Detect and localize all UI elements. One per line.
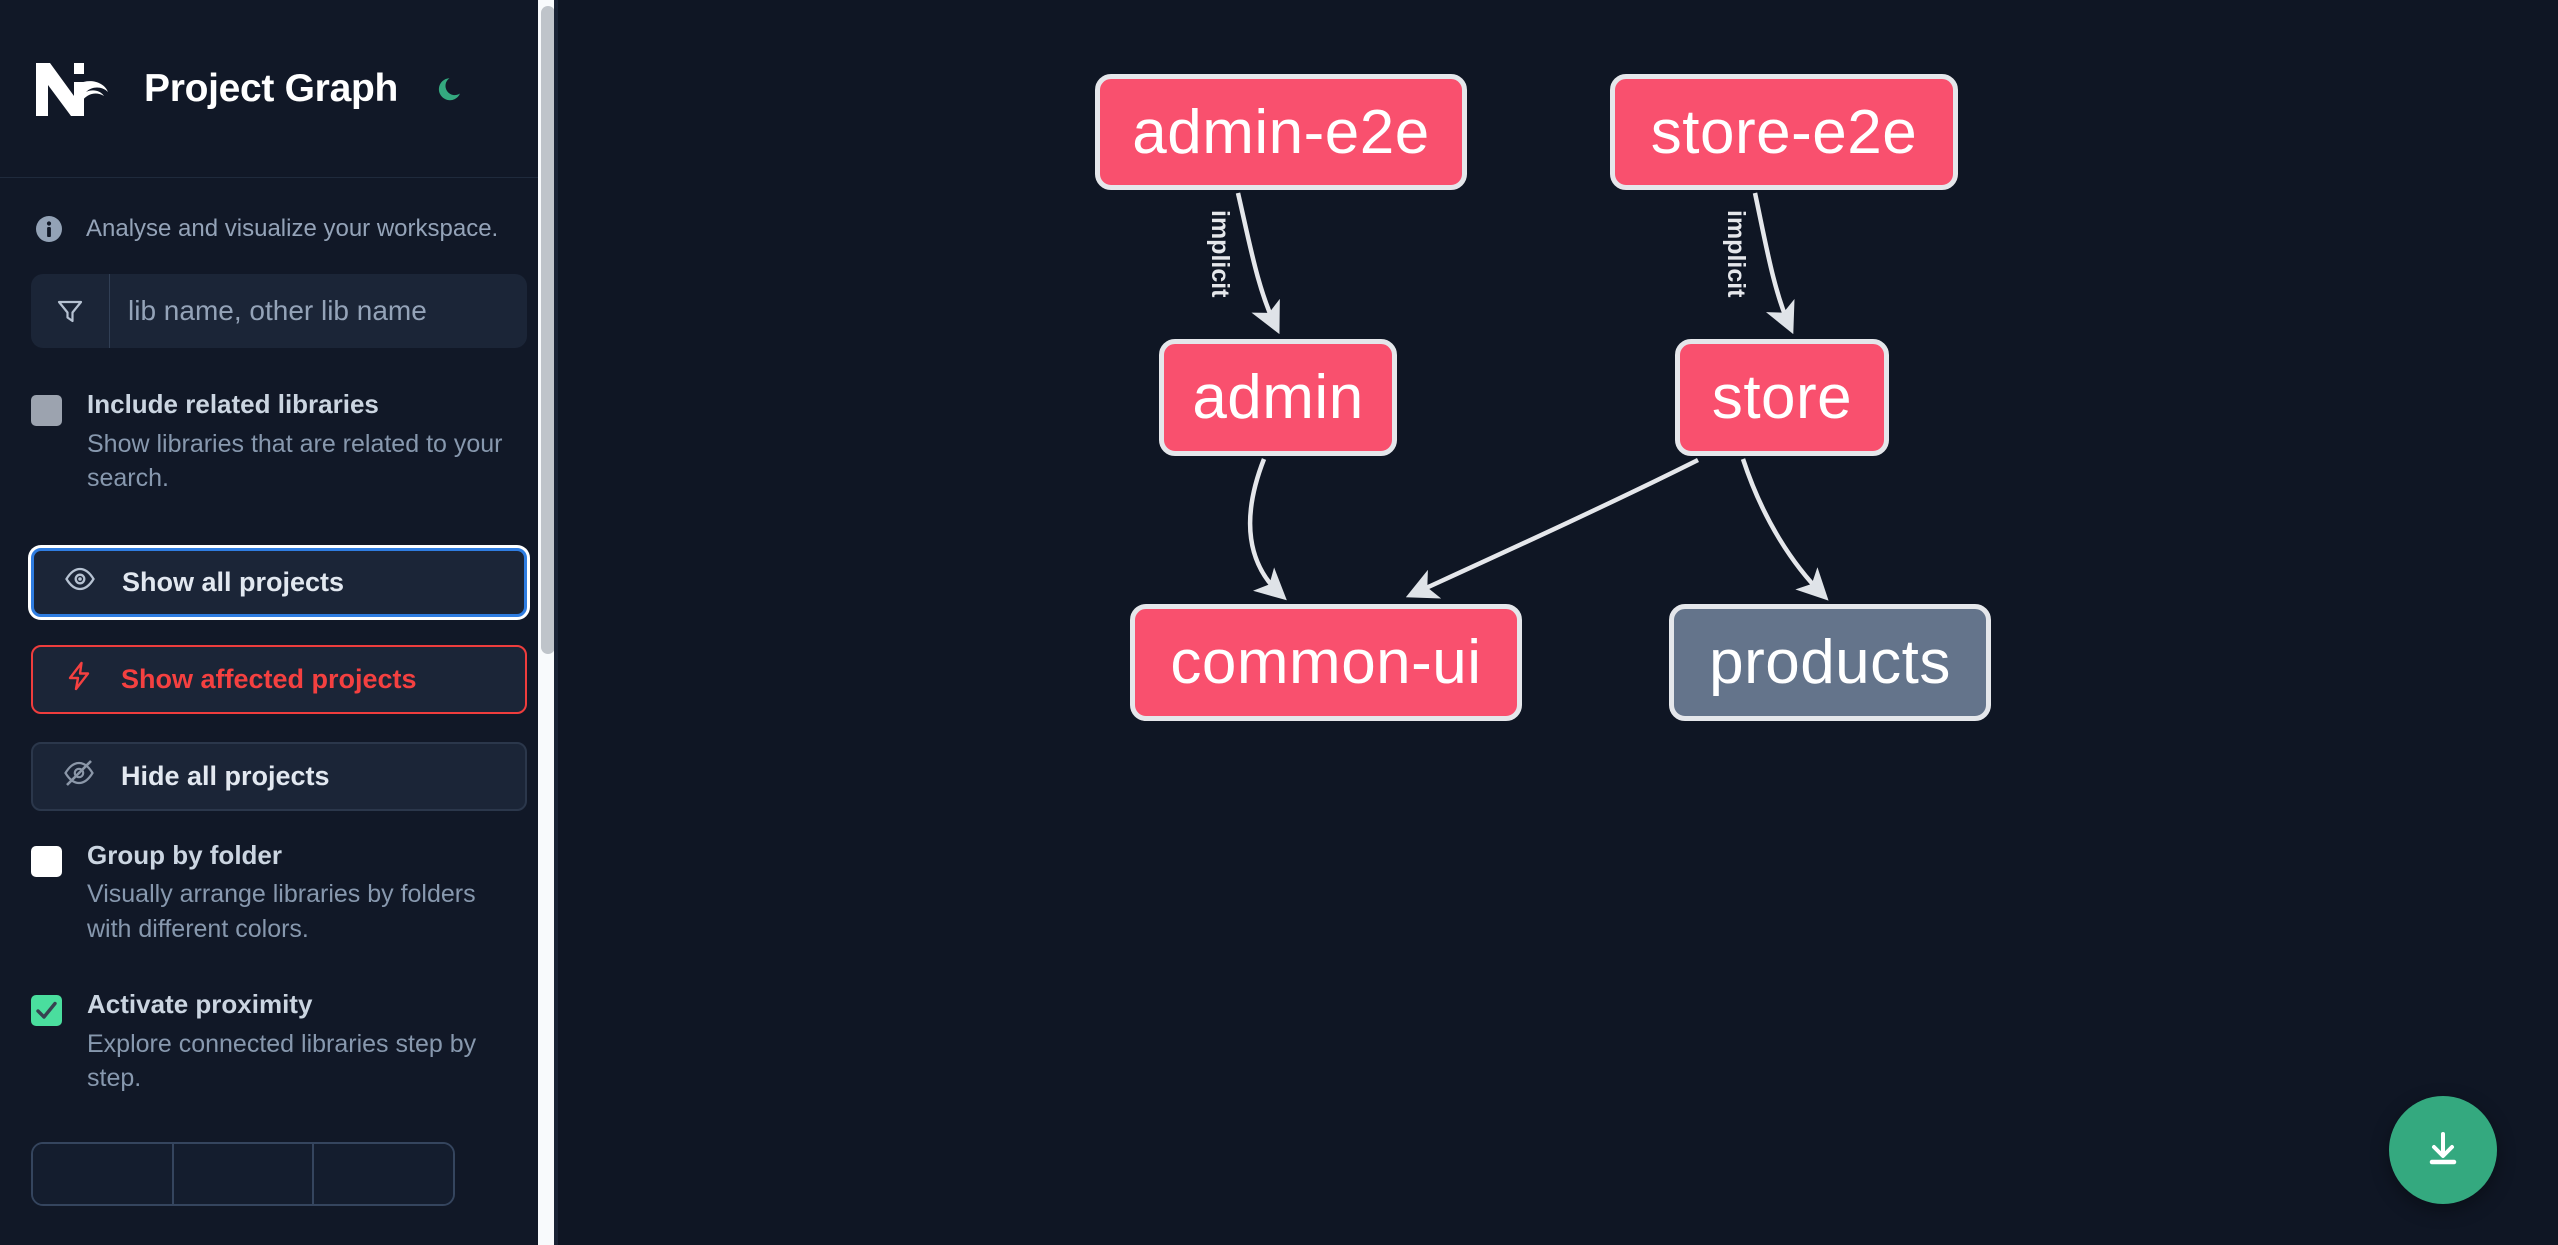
edge-label-store-e2e-store: implicit <box>1722 210 1750 298</box>
segmented-control-item-3[interactable] <box>314 1143 453 1204</box>
eye-slash-icon <box>63 757 95 796</box>
graph-node-label: products <box>1709 628 1951 697</box>
graph-node-admin-e2e[interactable]: admin-e2e <box>1095 74 1467 190</box>
graph-node-admin[interactable]: admin <box>1159 339 1397 456</box>
sidebar-divider <box>554 0 558 1245</box>
activate-proximity-description: Explore connected libraries step by step… <box>87 1029 477 1093</box>
group-by-folder-checkbox[interactable] <box>31 845 62 877</box>
eye-icon <box>64 563 96 602</box>
graph-edges <box>1235 192 1829 601</box>
graph-node-label: store-e2e <box>1650 97 1918 167</box>
visibility-button-group: Show all projects Show affected projects <box>31 547 527 811</box>
segmented-control[interactable] <box>31 1141 455 1206</box>
activate-proximity-checkbox[interactable] <box>31 995 62 1026</box>
workspace-note: Analyse and visualize your workspace. <box>0 178 558 274</box>
show-all-projects-label: Show all projects <box>122 566 345 597</box>
workspace-note-text: Analyse and visualize your workspace. <box>86 215 499 242</box>
segmented-control-item-1[interactable] <box>33 1143 174 1204</box>
option-activate-proximity[interactable]: Activate proximity Explore connected lib… <box>31 988 527 1096</box>
download-image-button[interactable] <box>2389 1096 2497 1204</box>
group-by-folder-description: Visually arrange libraries by folders wi… <box>87 880 476 943</box>
search-input[interactable] <box>110 274 527 348</box>
check-icon <box>36 1001 57 1019</box>
segmented-control-item-2[interactable] <box>173 1143 315 1204</box>
download-icon <box>2421 1126 2465 1175</box>
edge-label-admin-e2e-admin: implicit <box>1206 210 1234 298</box>
graph-node-common-ui[interactable]: common-ui <box>1130 604 1522 721</box>
filter-bar[interactable] <box>31 274 527 348</box>
lightning-bolt-icon <box>63 660 95 699</box>
funnel-filter-icon <box>31 274 110 348</box>
page-title: Project Graph <box>144 66 398 110</box>
graph-node-store[interactable]: store <box>1675 339 1889 456</box>
option-include-related-libraries[interactable]: Include related libraries Show libraries… <box>31 388 527 496</box>
sidebar: Project Graph Analyse and visualize your… <box>0 0 558 1245</box>
graph-node-products[interactable]: products <box>1669 604 1991 721</box>
sidebar-header: Project Graph <box>0 0 558 178</box>
sidebar-scrollbar-thumb[interactable] <box>541 6 555 654</box>
graph-node-label: admin <box>1192 363 1364 432</box>
option-group-by-folder[interactable]: Group by folder Visually arrange librari… <box>31 839 527 947</box>
sidebar-scrollbar[interactable] <box>538 0 558 1245</box>
include-related-libraries-label: Include related libraries <box>87 389 379 419</box>
show-affected-projects-label: Show affected projects <box>121 663 417 694</box>
graph-node-label: store <box>1711 363 1853 432</box>
graph-node-label: admin-e2e <box>1132 97 1430 167</box>
project-graph-canvas[interactable]: admin-e2e store-e2e admin store common-u… <box>558 0 2558 1245</box>
show-all-projects-button[interactable]: Show all projects <box>31 547 527 617</box>
hide-all-projects-button[interactable]: Hide all projects <box>31 741 527 811</box>
graph-node-label: common-ui <box>1170 628 1482 697</box>
nx-logo-icon <box>34 58 114 120</box>
activate-proximity-label: Activate proximity <box>87 989 313 1019</box>
hide-all-projects-label: Hide all projects <box>121 760 330 791</box>
include-related-libraries-description: Show libraries that are related to your … <box>87 429 503 493</box>
moon-icon[interactable] <box>430 67 474 111</box>
include-related-libraries-checkbox[interactable] <box>31 395 62 426</box>
graph-node-store-e2e[interactable]: store-e2e <box>1610 74 1958 190</box>
info-circle-icon <box>34 214 64 244</box>
group-by-folder-label: Group by folder <box>87 839 282 870</box>
show-affected-projects-button[interactable]: Show affected projects <box>31 644 527 714</box>
